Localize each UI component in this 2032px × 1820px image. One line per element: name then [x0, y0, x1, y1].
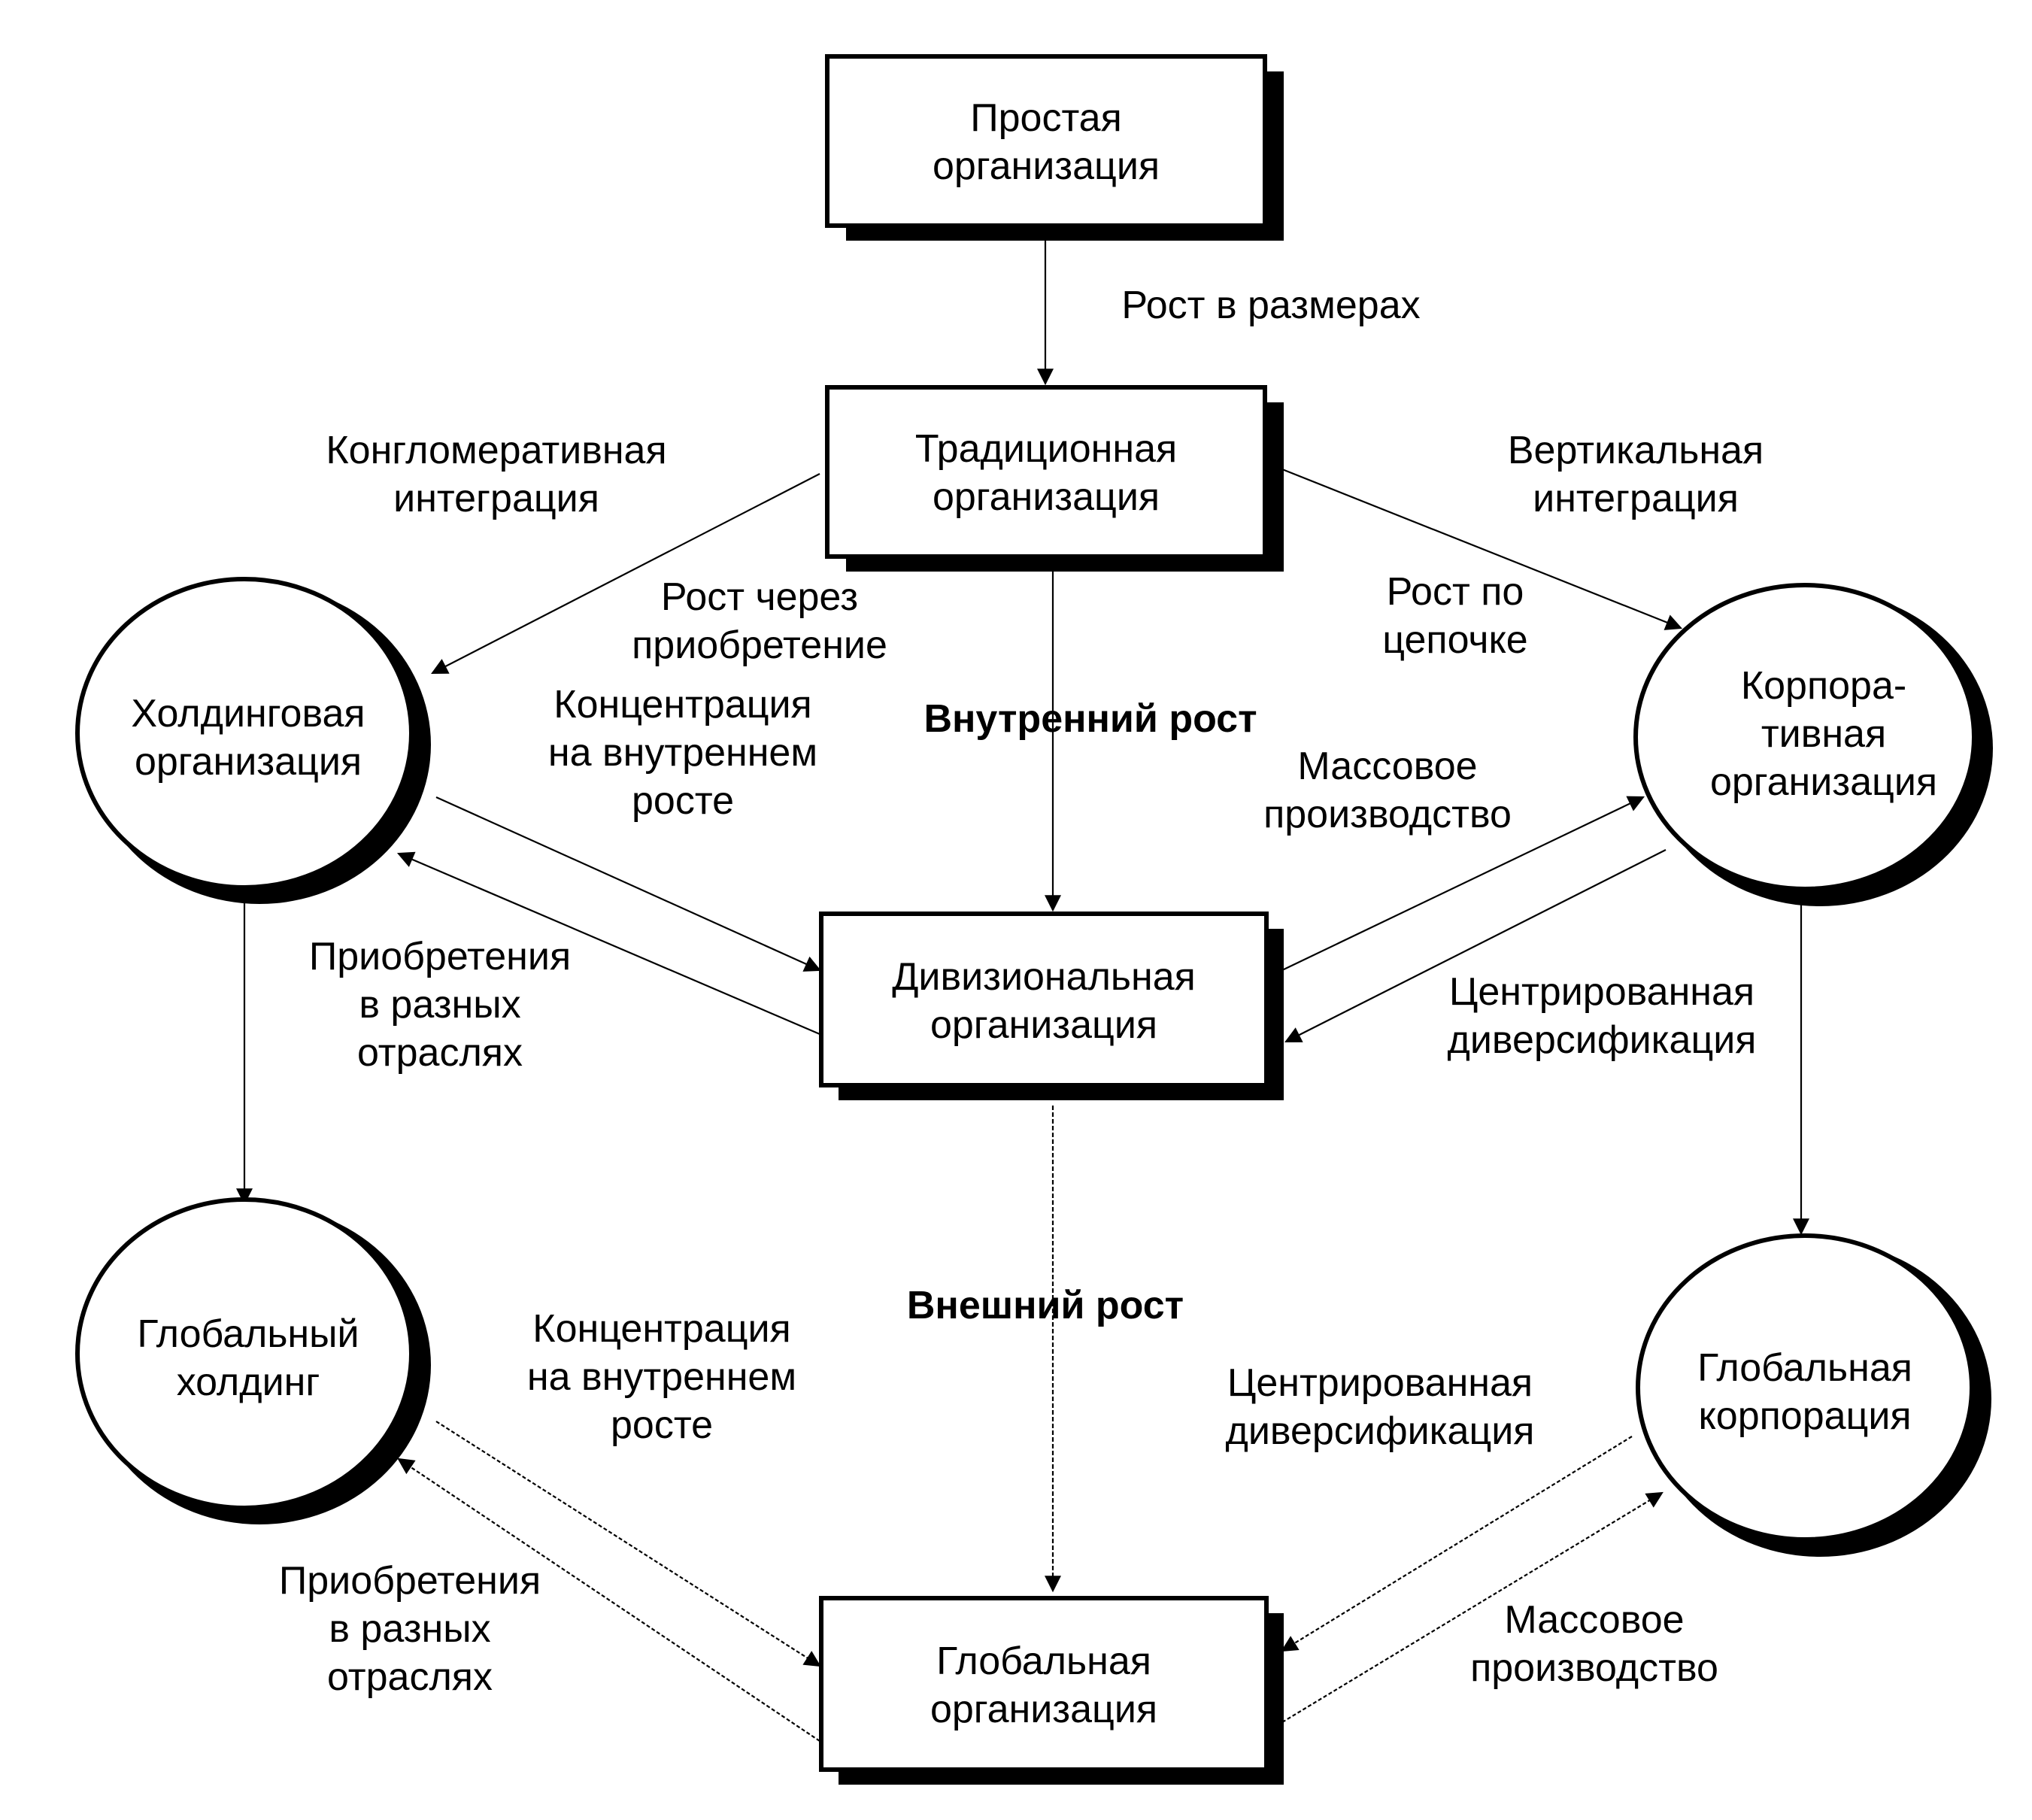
edge-holding-to-divisional: [435, 796, 822, 972]
edge-divisional-to-holding: [396, 851, 820, 1036]
text-line: Традиционная: [915, 427, 1177, 471]
edge-global-org-to-global-corporation: [1281, 1491, 1664, 1723]
text-line: Массовое: [1504, 1598, 1684, 1642]
text-line: Внутренний рост: [923, 697, 1257, 741]
text-line: Рост по: [1387, 570, 1524, 614]
text-line: организация: [930, 1003, 1157, 1047]
edge-global-org-to-global-holding: [397, 1458, 820, 1742]
text-line: на внутреннем: [548, 731, 817, 775]
text-line: Массовое: [1297, 745, 1477, 788]
text-line: Дивизиональная: [892, 955, 1196, 999]
edge-corporate-to-divisional: [1284, 849, 1667, 1042]
text-line: росте: [632, 779, 734, 823]
text-line: организация: [933, 144, 1160, 188]
text-line: Концентрация: [553, 683, 811, 726]
text-line: Конгломеративная: [326, 429, 666, 472]
text-line: отраслях: [327, 1655, 493, 1699]
text-line: росте: [611, 1403, 713, 1447]
edge-traditional-to-corporate: [1274, 465, 1683, 630]
edge-global-holding-to-global-org: [435, 1421, 821, 1667]
edges: [236, 241, 1809, 1742]
node-text: Глобальная организация: [930, 1640, 1157, 1731]
text-line: отраслях: [357, 1031, 523, 1075]
text-line: организация: [135, 740, 362, 784]
edge-labels: Рост в размерах Конгломеративная интеграц…: [279, 284, 1764, 1699]
text-line: Холдинговая: [131, 692, 365, 736]
text-line: Глобальная: [1697, 1346, 1912, 1390]
text-line: в разных: [329, 1607, 490, 1651]
label-vertical-integration: Вертикальная интеграция: [1508, 429, 1764, 520]
text-line: производство: [1470, 1646, 1718, 1690]
text-line: корпорация: [1698, 1394, 1911, 1438]
text-line: диверсификация: [1448, 1018, 1757, 1062]
text-line: тивная: [1761, 712, 1886, 756]
edge-global-corporation-to-global-org: [1281, 1436, 1633, 1652]
label-conglomerate-integration: Конгломеративная интеграция: [326, 429, 666, 520]
label-growth-size: Рост в размерах: [1121, 284, 1420, 327]
text-line: приобретение: [632, 623, 887, 667]
text-line: производство: [1263, 793, 1512, 836]
text-line: Приобретения: [279, 1559, 541, 1603]
text-line: Концентрация: [532, 1307, 790, 1351]
text-line: Вертикальная: [1508, 429, 1764, 472]
text-line: холдинг: [177, 1360, 320, 1404]
text-line: организация: [933, 475, 1160, 519]
label-internal-growth: Внутренний рост: [923, 697, 1257, 741]
text-line: организация: [1710, 760, 1937, 804]
text-line: Корпора-: [1741, 664, 1906, 708]
text-line: Приобретения: [309, 935, 571, 978]
text-line: Рост в размерах: [1121, 284, 1420, 327]
label-mass-production-1: Массовое производство: [1263, 745, 1512, 836]
text-line: в разных: [359, 983, 520, 1027]
text-line: Внешний рост: [907, 1284, 1184, 1327]
text-line: интеграция: [393, 477, 599, 520]
edge-divisional-to-corporate: [1281, 796, 1645, 971]
text-line: цепочке: [1382, 618, 1527, 662]
text-line: Простая: [970, 96, 1122, 140]
node-global-organization: Глобальная организация: [819, 1596, 1284, 1785]
text-line: на внутреннем: [527, 1355, 796, 1399]
text-line: Центрированная: [1449, 970, 1754, 1014]
text-line: Рост через: [661, 575, 858, 619]
edge-traditional-to-holding: [431, 473, 820, 675]
text-line: интеграция: [1533, 477, 1739, 520]
text-line: диверсификация: [1226, 1409, 1535, 1453]
text-line: Глобальный: [137, 1312, 359, 1356]
text-line: Глобальная: [936, 1640, 1151, 1683]
text-line: организация: [930, 1688, 1157, 1731]
label-external-growth: Внешний рост: [907, 1284, 1184, 1327]
text-line: Центрированная: [1227, 1361, 1533, 1405]
